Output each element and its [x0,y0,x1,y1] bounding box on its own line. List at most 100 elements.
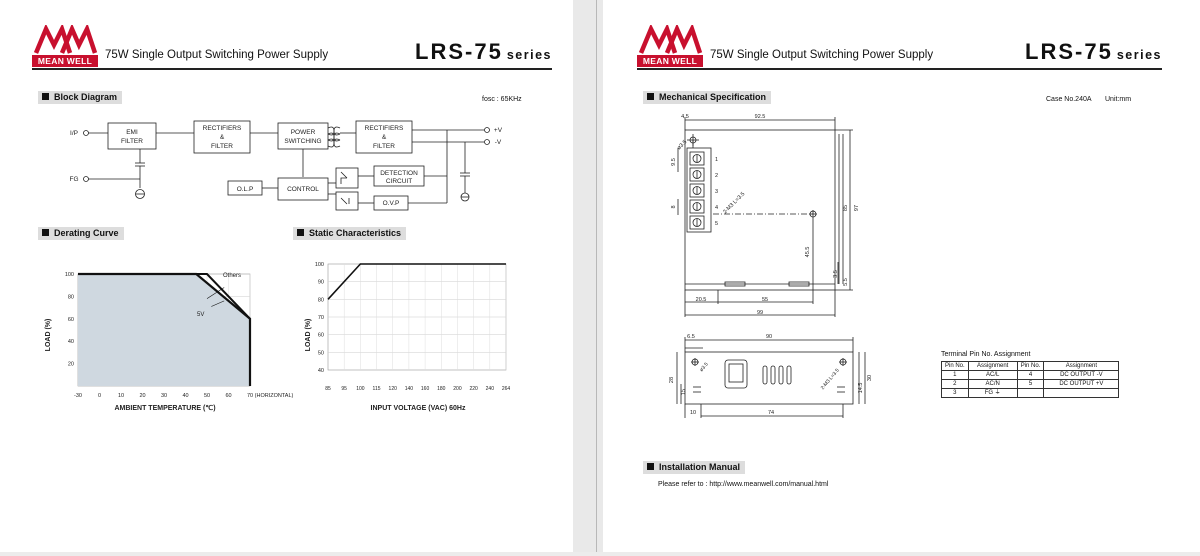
mechanical-side-view: 6.5 90 28 15 14.5 30 10 74 ø3.5 2-M3 L=3… [669,334,873,418]
others-leader-line [206,287,225,299]
page-header-right: MEAN WELL 75W Single Output Switching Po… [637,25,1162,70]
table-row: 2 AC/N 5 DC OUTPUT +V [941,379,1120,389]
dim-28: 28 [669,377,675,383]
dim-10: 10 [690,410,696,416]
dim-4-5: 4.5 [681,114,689,120]
terminal-pin-number: 2 [715,173,718,179]
section-installation-manual: Installation Manual [643,461,746,474]
power-switching-line2: SWITCHING [284,138,321,145]
series-label: series [1116,48,1162,62]
control-label: CONTROL [287,186,319,193]
logo-text: MEAN WELL [32,55,98,67]
rectifiers1-line1: RECTIFIERS [203,125,242,132]
table-cell: FG ⏚ [967,388,1018,398]
table-header: Pin No. [1016,361,1045,371]
fosc-note: fosc : 65KHz [482,96,522,103]
mechanical-top-view: 92.5 4.5 9.5 8 ø3.5 2-M3 L=3.5 85 97 45.… [671,114,860,317]
block-diagram: I/P FG EMI FILTER RECTIFIERS & FILTER PO… [69,120,503,211]
logo-text: MEAN WELL [637,55,703,67]
vminus-label: -V [495,139,502,146]
static-xtick-label: 200 [453,386,462,392]
table-cell: AC/L [967,370,1018,380]
header-rule [32,68,552,70]
vplus-label: +V [494,127,503,134]
table-row: 3 FG ⏚ [941,388,1120,398]
dim-15: 15 [681,389,687,395]
derating-xtick-label: 20 [139,393,145,399]
table-row: 1 AC/L 4 DC OUTPUT -V [941,370,1120,380]
others-series-label: Others [223,273,241,279]
dim-99: 99 [757,310,763,316]
derating-xtick-label: 40 [182,393,188,399]
detection-line1: DETECTION [380,170,418,177]
derating-ytick-label: 60 [68,317,74,323]
table-cell: DC OUTPUT -V [1043,370,1120,380]
static-xtick-label: 140 [405,386,414,392]
derating-xtick-label: 50 [204,393,210,399]
dim-6-5: 6.5 [687,334,695,340]
table-cell: AC/N [967,379,1018,389]
emi-filter-line1: EMI [126,129,138,136]
table-header-row: Pin No. Assignment Pin No. Assignment [941,361,1120,371]
static-xtick-label: 120 [389,386,398,392]
table-header: Pin No. [941,361,969,371]
rectifiers1-line3: FILTER [211,143,233,150]
derating-xtick-label: -30 [74,393,82,399]
olp-label: O.L.P [237,186,254,193]
static-load-line [327,263,506,300]
dim-hole-3-5: ø3.5 [676,139,688,151]
document-title: 75W Single Output Switching Power Supply [105,49,329,61]
dim-8: 8 [671,205,677,208]
static-ytick-label: 70 [318,315,324,321]
terminal-pin-number: 3 [715,189,718,195]
viewer-bottom-edge [0,552,1200,556]
static-xtick-label: 264 [502,386,511,392]
dim-screw: 2-M3 L=3.5 [722,191,746,215]
static-xtick-label: 180 [437,386,446,392]
dim-side-screw: 2-M3 L=3.5 [820,368,841,392]
static-ytick-label: 50 [318,350,324,356]
terminal-pin-number: 1 [715,157,718,163]
rectifiers2-line3: FILTER [373,143,395,150]
terminal-pin-number: 5 [715,221,718,227]
derating-xtick-label: 60 [225,393,231,399]
derating-xlabel: AMBIENT TEMPERATURE (℃) [114,404,215,412]
terminal-pin-table: Pin No. Assignment Pin No. Assignment 1 … [941,361,1120,398]
terminal-pin-number: 4 [715,205,718,211]
derating-xtick-label: 30 [161,393,167,399]
ip-label: I/P [70,130,78,137]
section-mechanical-specification: Mechanical Specification [643,91,772,104]
section-static-characteristics: Static Characteristics [293,227,407,240]
table-cell: 2 [941,379,969,389]
installation-text: Please refer to : http://www.meanwell.co… [658,481,829,488]
dim-side-hole: ø3.5 [699,361,710,373]
ovp-label: O.V.P [383,200,400,207]
table-cell: 5 [1016,379,1045,389]
dim-5-5: 5.5 [843,278,849,286]
static-xtick-label: 100 [356,386,365,392]
model-number: LRS-75 [1025,39,1113,64]
table-cell [1016,388,1045,398]
page-gutter [573,0,603,556]
model-number: LRS-75 [415,39,503,64]
derating-xtick-label: 70 (HORIZONTAL) [247,393,294,399]
emi-filter-line2: FILTER [121,138,143,145]
table-cell: DC OUTPUT +V [1043,379,1120,389]
mean-well-logo-right: MEAN WELL [637,25,703,67]
static-ytick-label: 100 [315,262,324,268]
static-xtick-label: 240 [486,386,495,392]
static-xtick-label: 115 [373,386,381,392]
fg-label: FG [69,176,78,183]
dim-14-5: 14.5 [858,383,864,394]
table-cell: 4 [1016,370,1045,380]
header-rule [637,68,1162,70]
unit-note: Unit:mm [1105,96,1132,103]
static-ytick-label: 90 [318,280,324,286]
datasheet-page-right: MEAN WELL 75W Single Output Switching Po… [603,0,1200,556]
mw-logo-icon [638,25,703,54]
page-divider [596,0,597,556]
mw-logo-icon [33,25,98,54]
dim-30: 30 [867,375,873,381]
